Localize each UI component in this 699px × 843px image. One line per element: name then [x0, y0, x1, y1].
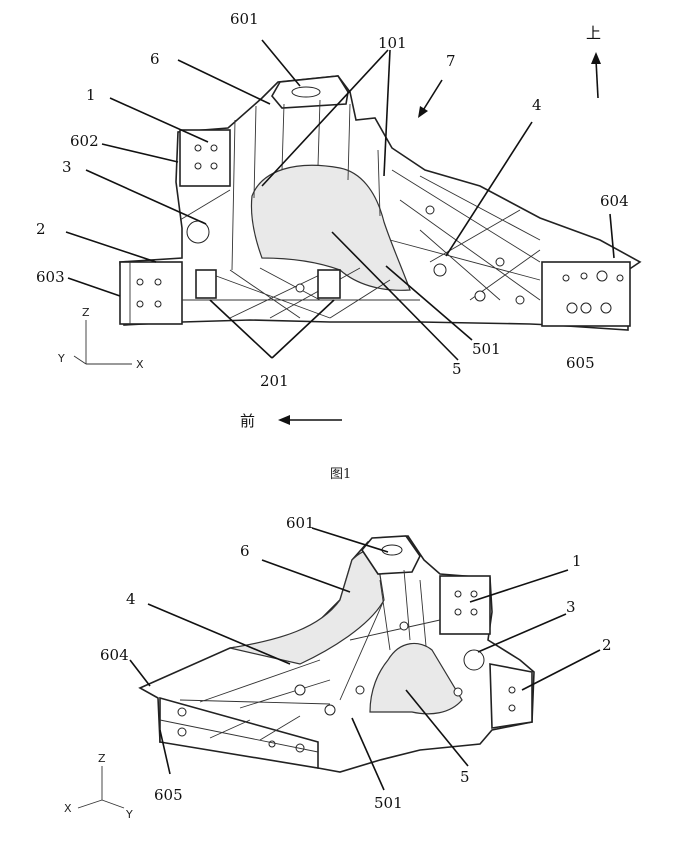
- fig2-axis-z: Z: [98, 752, 106, 765]
- figure-1-axis-triad: [73, 320, 132, 365]
- fig1-label-3: 3: [62, 158, 72, 176]
- fig1-label-1: 1: [86, 86, 96, 104]
- fig2-label-601: 601: [286, 514, 315, 532]
- figure-1-leader-lines: [65, 39, 615, 361]
- fig2-label-1: 1: [572, 552, 582, 570]
- fig1-label-5: 5: [452, 360, 462, 378]
- fig1-label-2: 2: [36, 220, 46, 238]
- figure-2-bracket-drawing: [138, 535, 535, 773]
- fig2-label-4: 4: [126, 590, 136, 608]
- fig1-label-603: 603: [36, 268, 65, 286]
- fig1-label-101: 101: [378, 34, 407, 52]
- fig1-label-7: 7: [446, 52, 456, 70]
- fig2-label-6: 6: [240, 542, 250, 560]
- fig2-label-3: 3: [566, 598, 576, 616]
- fig2-axis-x: X: [64, 802, 72, 815]
- figure-2: 601 1 6 3 4 2 604 605 5 501 Z X Y: [64, 514, 612, 821]
- fig2-axis-y: Y: [125, 808, 133, 821]
- figure-1-bracket-drawing: [119, 75, 642, 331]
- direction-up-label: 上: [586, 24, 601, 42]
- fig1-label-601: 601: [230, 10, 259, 28]
- front-arrow-icon: [278, 415, 342, 425]
- fig1-label-201: 201: [260, 372, 289, 390]
- fig2-label-2: 2: [602, 636, 612, 654]
- direction-front-label: 前: [240, 412, 255, 430]
- up-arrow-icon: [591, 52, 601, 99]
- fig1-axis-z: Z: [82, 306, 90, 319]
- figure-1-caption: 图1: [330, 467, 351, 482]
- arrow-7-icon: [418, 79, 443, 118]
- fig2-label-5: 5: [460, 768, 470, 786]
- figure-1: 601 101 6 7 1 602 3 4 604 2 603 501 5 60…: [36, 10, 642, 482]
- fig1-label-605: 605: [566, 354, 595, 372]
- fig2-label-501: 501: [374, 794, 403, 812]
- fig1-label-6: 6: [150, 50, 160, 68]
- fig1-label-604: 604: [600, 192, 629, 210]
- figure-2-axis-triad: [77, 766, 125, 809]
- fig2-label-605: 605: [154, 786, 183, 804]
- fig1-label-602: 602: [70, 132, 99, 150]
- fig1-axis-x: X: [136, 358, 144, 371]
- fig2-label-604: 604: [100, 646, 129, 664]
- figure-2-leader-lines: [129, 527, 601, 791]
- fig1-label-4: 4: [532, 96, 542, 114]
- fig1-label-501: 501: [472, 340, 501, 358]
- fig1-axis-y: Y: [57, 352, 65, 365]
